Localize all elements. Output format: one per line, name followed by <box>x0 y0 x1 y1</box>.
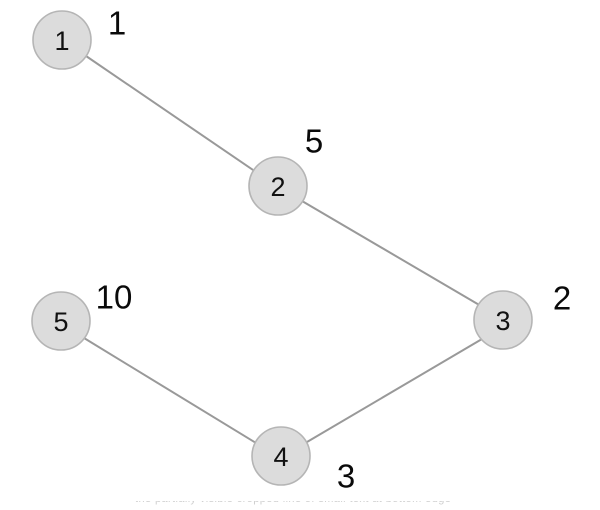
nodes-group: 1 2 3 4 5 <box>31 10 533 486</box>
node-1-label: 1 <box>54 26 69 56</box>
node-1[interactable]: 1 <box>32 10 92 70</box>
weight-label-node-4: 3 <box>337 458 355 495</box>
node-3-label: 3 <box>495 306 510 336</box>
weight-labels-group: 1 5 2 10 3 <box>96 5 572 495</box>
edges-group <box>83 55 483 444</box>
node-4-circle[interactable] <box>251 426 311 486</box>
node-4-label: 4 <box>273 442 288 472</box>
weight-label-node-3: 2 <box>553 280 571 317</box>
edge-2-3 <box>301 200 482 307</box>
weight-label-node-1: 1 <box>108 5 126 42</box>
node-5[interactable]: 5 <box>31 291 91 351</box>
node-5-circle[interactable] <box>31 291 91 351</box>
node-5-label: 5 <box>53 307 68 337</box>
node-2-label: 2 <box>270 172 285 202</box>
edge-3-4 <box>306 338 483 443</box>
node-2-circle[interactable] <box>248 156 308 216</box>
node-3[interactable]: 3 <box>473 290 533 350</box>
weight-label-node-2: 5 <box>305 123 323 160</box>
node-3-circle[interactable] <box>473 290 533 350</box>
edge-1-2 <box>85 55 257 173</box>
node-2[interactable]: 2 <box>248 156 308 216</box>
weight-label-node-5: 10 <box>96 279 133 316</box>
node-4[interactable]: 4 <box>251 426 311 486</box>
cropped-caption-text: the partially visible cropped line of sm… <box>135 501 475 505</box>
node-1-circle[interactable] <box>32 10 92 70</box>
edge-4-5 <box>83 337 257 444</box>
cropped-caption-strip: the partially visible cropped line of sm… <box>0 501 600 510</box>
